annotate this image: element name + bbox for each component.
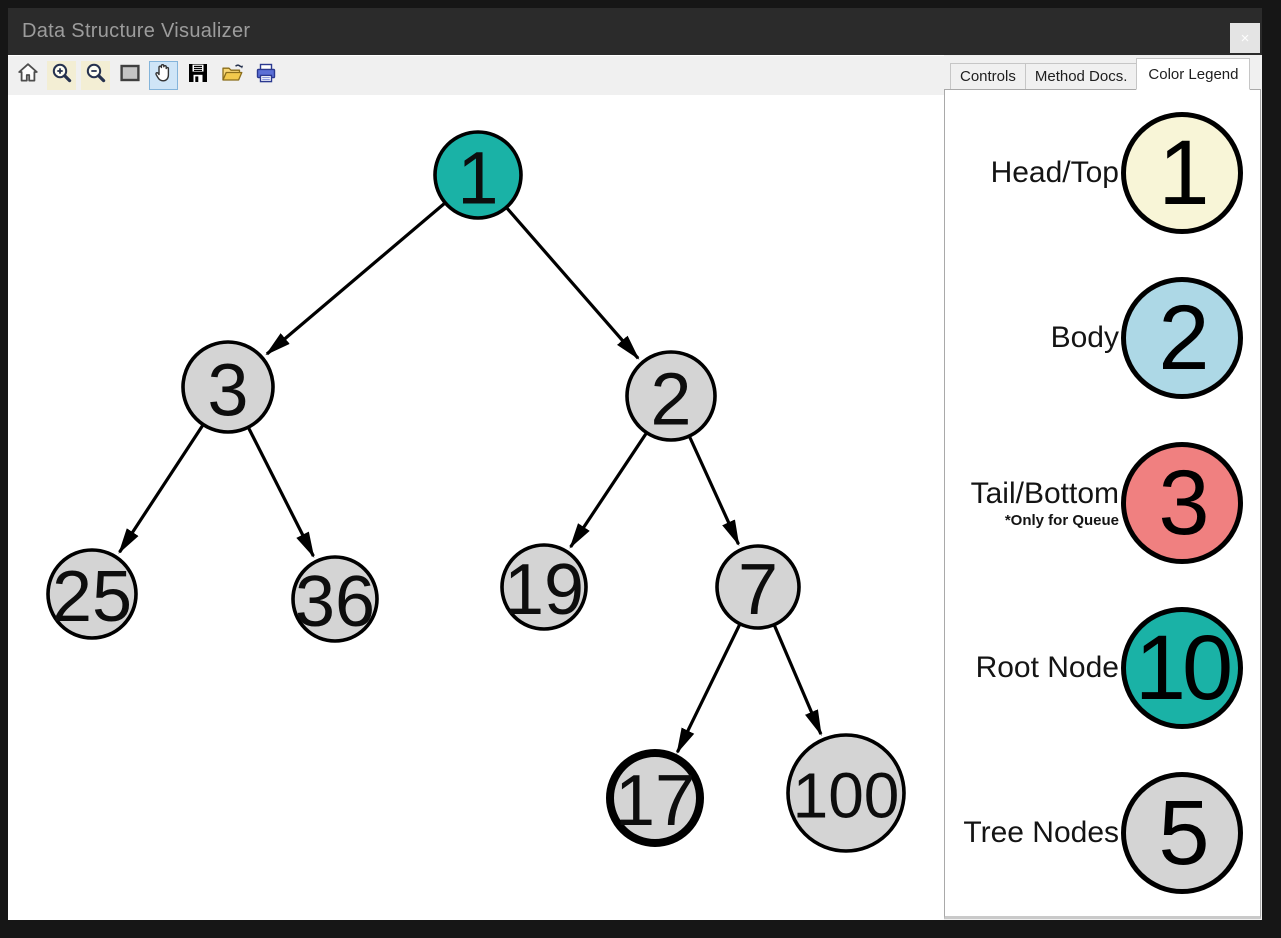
left-column: 1 3 2 25 36 19 7 17 100 — [8, 55, 944, 920]
tree-node-value: 3 — [207, 348, 248, 431]
legend-row-body: Body 2 — [945, 255, 1260, 420]
tree-canvas[interactable]: 1 3 2 25 36 19 7 17 100 — [8, 95, 944, 920]
legend-row-head-top: Head/Top 1 — [945, 90, 1260, 255]
edge-2-7 — [688, 436, 740, 547]
tree-node-circle[interactable] — [46, 548, 138, 640]
tree-node-value: 19 — [504, 550, 584, 630]
tree-node-value: 36 — [295, 562, 375, 642]
tree-node-circle[interactable] — [291, 555, 379, 643]
toolbar-print-button[interactable] — [251, 61, 280, 90]
tab-controls[interactable]: Controls — [950, 63, 1026, 89]
tree-node-circle[interactable] — [500, 543, 588, 631]
toolbar-zoom-out-button[interactable] — [81, 61, 110, 90]
tree-node-2[interactable]: 2 — [625, 350, 717, 442]
tree-node-3[interactable]: 3 — [181, 340, 275, 434]
tree-node-19[interactable]: 19 — [500, 543, 588, 631]
close-button[interactable]: × — [1230, 23, 1260, 53]
legend-text: Root Node — [976, 651, 1119, 685]
open-icon — [220, 61, 244, 90]
edge-1-3 — [265, 202, 446, 356]
legend-label: Body — [1050, 320, 1119, 354]
legend-text: Tree Nodes — [963, 816, 1119, 850]
legend-label: Tree Nodes — [963, 816, 1119, 850]
legend-text: Body — [1051, 321, 1119, 355]
legend-node-circle: 5 — [1121, 772, 1243, 895]
window-title: Data Structure Visualizer — [22, 20, 251, 42]
legend-text: Tail/Bottom *Only for Queue — [971, 477, 1119, 529]
home-icon — [16, 61, 40, 90]
tree-node-25[interactable]: 25 — [46, 548, 138, 640]
tree-svg: 1 3 2 25 36 19 7 17 100 — [46, 130, 906, 853]
zoom-rect-icon — [118, 61, 142, 90]
legend-text: Head/Top — [991, 156, 1119, 190]
zoom-out-icon — [84, 61, 108, 90]
legend-node-circle: 3 — [1121, 442, 1243, 564]
edge-7-100 — [773, 624, 823, 736]
pan-icon — [152, 61, 176, 90]
toolbar-save-button[interactable] — [183, 61, 212, 90]
legend-node-circle: 1 — [1121, 111, 1243, 234]
tab-method-docs[interactable]: Method Docs. — [1024, 63, 1138, 89]
legend-label: Head/Top — [990, 155, 1119, 189]
tree-node-7[interactable]: 7 — [715, 544, 801, 630]
legend-row-root-node: Root Node 10 — [945, 586, 1260, 751]
edge-1-2 — [505, 207, 640, 360]
tree-node-value: 17 — [615, 761, 695, 841]
tree-node-circle[interactable] — [786, 733, 906, 853]
edge-7-17 — [675, 623, 742, 754]
legend-row-tree-nodes: Tree Nodes 5 — [945, 751, 1260, 916]
toolbar-home-button[interactable] — [13, 61, 42, 90]
zoom-in-icon — [50, 61, 74, 90]
tree-node-value: 7 — [738, 550, 778, 630]
toolbar-open-button[interactable] — [217, 61, 246, 90]
legend-sublabel: *Only for Queue — [1004, 512, 1119, 529]
tree-node-100[interactable]: 100 — [786, 733, 906, 853]
edge-3-36 — [247, 427, 315, 558]
tree-node-value: 1 — [457, 136, 498, 219]
tree-node-circle[interactable] — [715, 544, 801, 630]
tree-node-36[interactable]: 36 — [291, 555, 379, 643]
tree-node-17[interactable]: 17 — [606, 749, 704, 847]
color-legend-panel: Head/Top 1 Body 2 Tail/Bottom *Only for … — [944, 89, 1261, 919]
toolbar-zoom-rect-button[interactable] — [115, 61, 144, 90]
tree-node-circle[interactable] — [625, 350, 717, 442]
tab-color-legend[interactable]: Color Legend — [1136, 58, 1251, 90]
edge-2-19 — [569, 432, 648, 549]
tree-node-value: 100 — [793, 760, 900, 832]
legend-node-circle: 2 — [1121, 276, 1243, 399]
toolbar — [8, 55, 944, 95]
legend-node-circle: 10 — [1121, 607, 1243, 730]
title-bar: Data Structure Visualizer × — [8, 8, 1262, 55]
edge-3-25 — [118, 424, 205, 554]
tree-node-circle[interactable] — [181, 340, 275, 434]
tree-node-1[interactable]: 1 — [433, 130, 523, 220]
toolbar-zoom-in-button[interactable] — [47, 61, 76, 90]
legend-label: Tail/Bottom — [970, 477, 1119, 510]
tree-node-circle[interactable] — [606, 749, 704, 847]
tree-node-value: 25 — [52, 557, 132, 637]
print-icon — [254, 61, 278, 90]
tree-node-value: 2 — [650, 357, 691, 440]
save-icon — [186, 61, 210, 90]
tree-node-circle[interactable] — [433, 130, 523, 220]
legend-label: Root Node — [975, 651, 1119, 685]
toolbar-pan-button[interactable] — [149, 61, 178, 90]
legend-row-tail-bottom: Tail/Bottom *Only for Queue 3 — [945, 420, 1260, 585]
